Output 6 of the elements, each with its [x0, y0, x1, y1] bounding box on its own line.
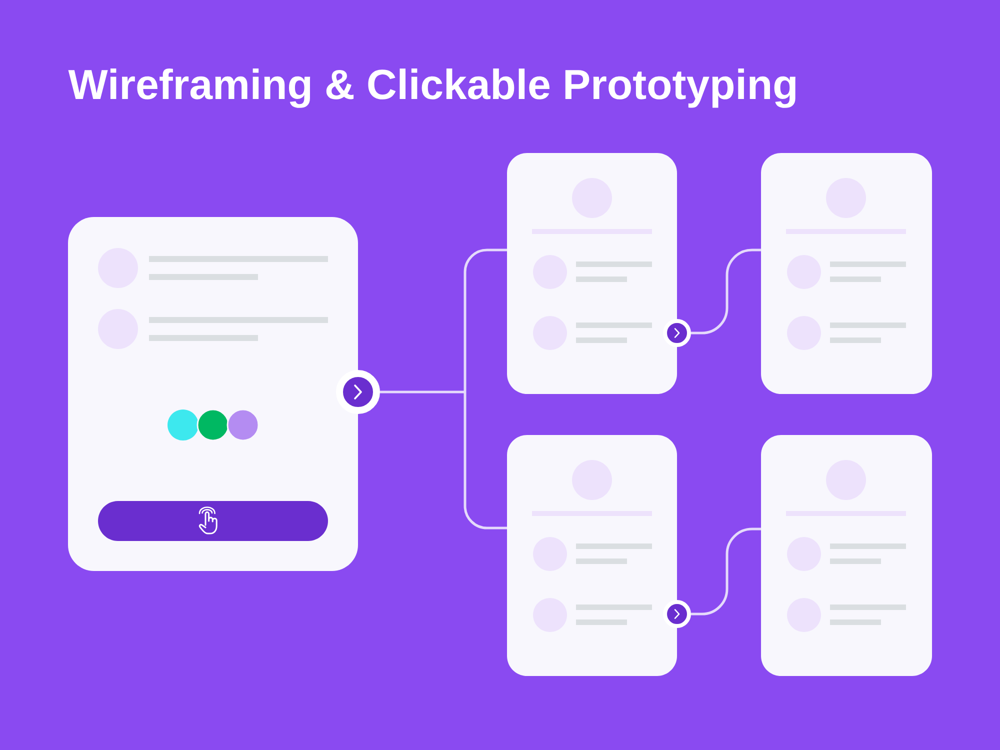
- connector-line: [464, 248, 507, 392]
- title: Wireframing & Clickable Prototyping: [68, 68, 796, 108]
- connector-line: [464, 392, 507, 530]
- connector-line: [380, 390, 465, 394]
- connector-line: [691, 248, 761, 334]
- connector-line: [691, 528, 761, 616]
